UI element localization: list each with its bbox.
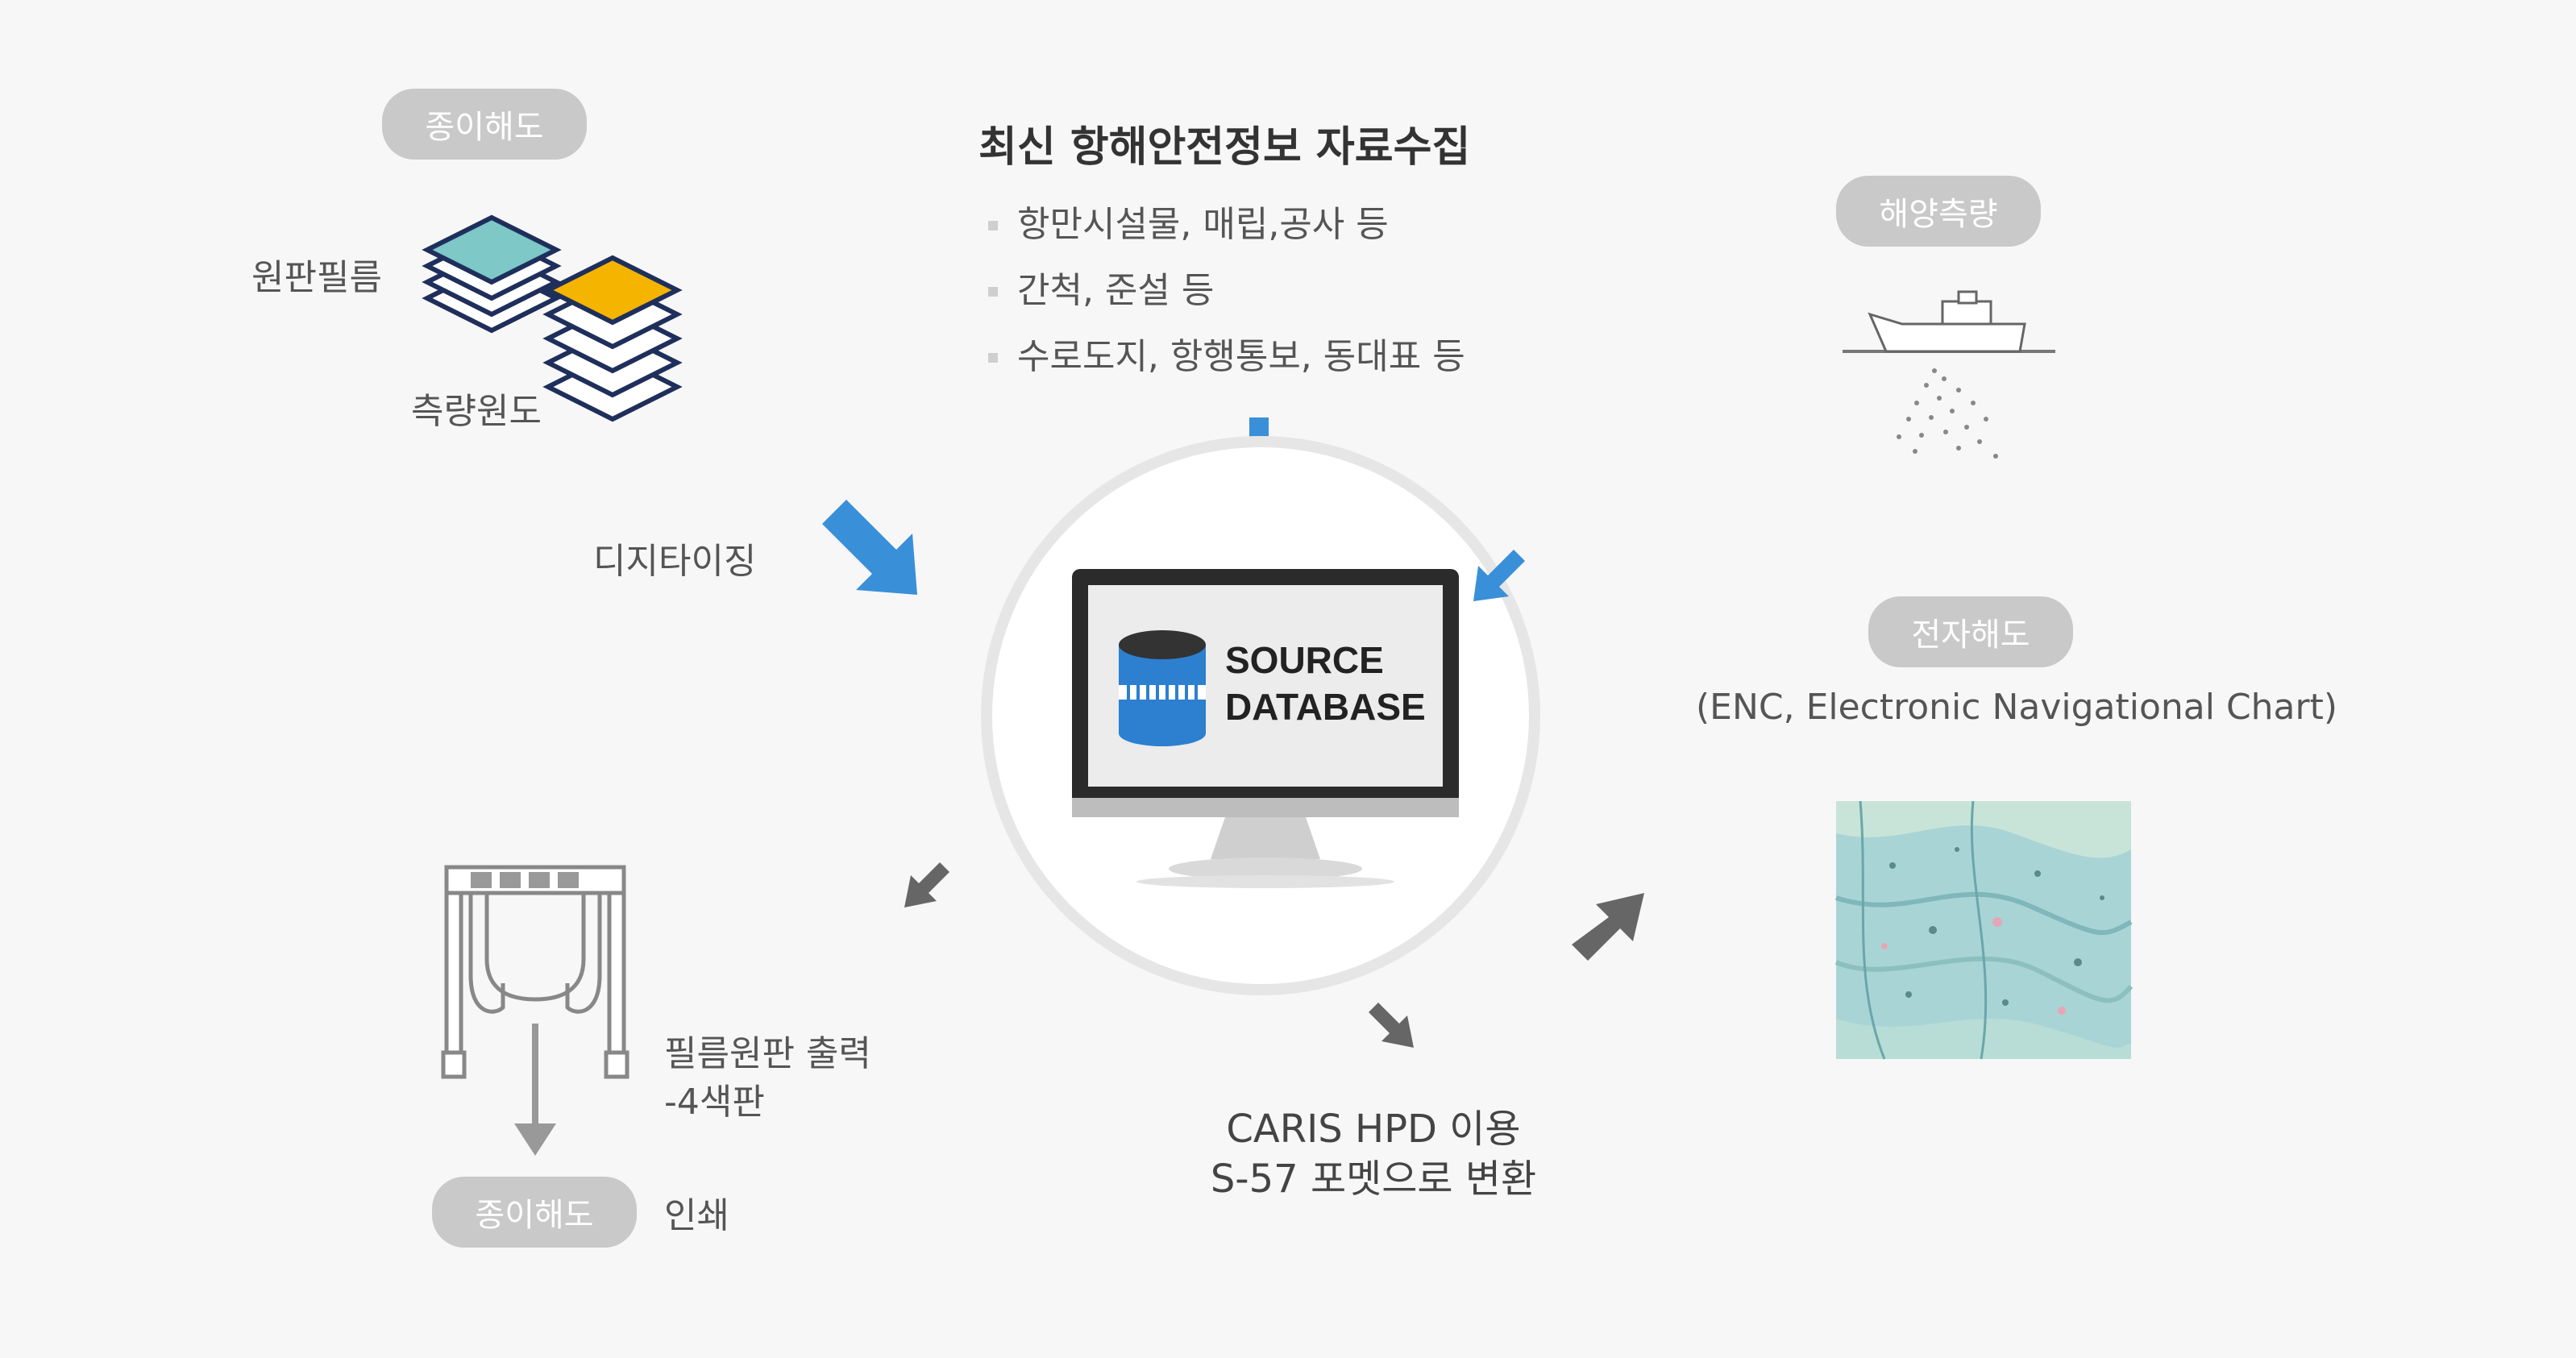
caris-caption: CARIS HPD 이용 S-57 포멧으로 변환 [1132, 1104, 1615, 1204]
monitor-icon [1072, 569, 1459, 888]
print-label: 인쇄 [664, 1195, 729, 1236]
collection-title: 최신 항해안전정보 자료수집 [978, 123, 1471, 172]
digitizing-label: 디지타이징 [593, 541, 757, 582]
enc-chart-image [1834, 800, 2134, 1060]
paper-chart-pill: 종이해도 [382, 89, 587, 160]
list-item: 간척, 준설 등 [988, 258, 1465, 324]
database-icon [1119, 630, 1206, 746]
film-output-line1: 필름원판 출력 [664, 1033, 871, 1074]
film-label: 원판필름 [251, 257, 382, 298]
monitor-line-source: SOURCE [1225, 639, 1384, 681]
film-output-label: 필름원판 출력 -4색판 [664, 1030, 871, 1127]
list-item: 항만시설물, 매립,공사 등 [988, 192, 1465, 258]
enc-pill: 전자해도 [1868, 596, 2073, 667]
layer-stack-icon [422, 214, 683, 422]
caris-line2: S-57 포멧으로 변환 [1210, 1157, 1537, 1202]
survey-label: 측량원도 [411, 391, 542, 432]
survey-ship-icon [1843, 290, 2055, 459]
paper-chart-bottom-pill: 종이해도 [432, 1177, 637, 1248]
arrow-down-left-blue-icon [1473, 550, 1525, 601]
collection-list: 항만시설물, 매립,공사 등 간척, 준설 등 수로도지, 항행통보, 동대표 … [988, 192, 1465, 390]
arrow-down-right-blue-icon [822, 500, 917, 595]
monitor-line-database: DATABASE [1225, 686, 1426, 728]
film-output-line2: -4색판 [664, 1082, 765, 1123]
arrow-down-left-gray-icon [904, 862, 949, 907]
enc-caption: (ENC, Electronic Navigational Chart) [1696, 687, 2338, 728]
ocean-survey-pill: 해양측량 [1836, 176, 2041, 247]
list-item: 수로도지, 항행통보, 동대표 등 [988, 324, 1465, 390]
plotter-icon [441, 865, 629, 1156]
arrow-down-right-gray-icon [1369, 1003, 1414, 1048]
arrow-up-right-gray-icon [1572, 893, 1644, 961]
monitor-label: SOURCE DATABASE [1225, 637, 1426, 730]
caris-line1: CARIS HPD 이용 [1226, 1107, 1521, 1152]
